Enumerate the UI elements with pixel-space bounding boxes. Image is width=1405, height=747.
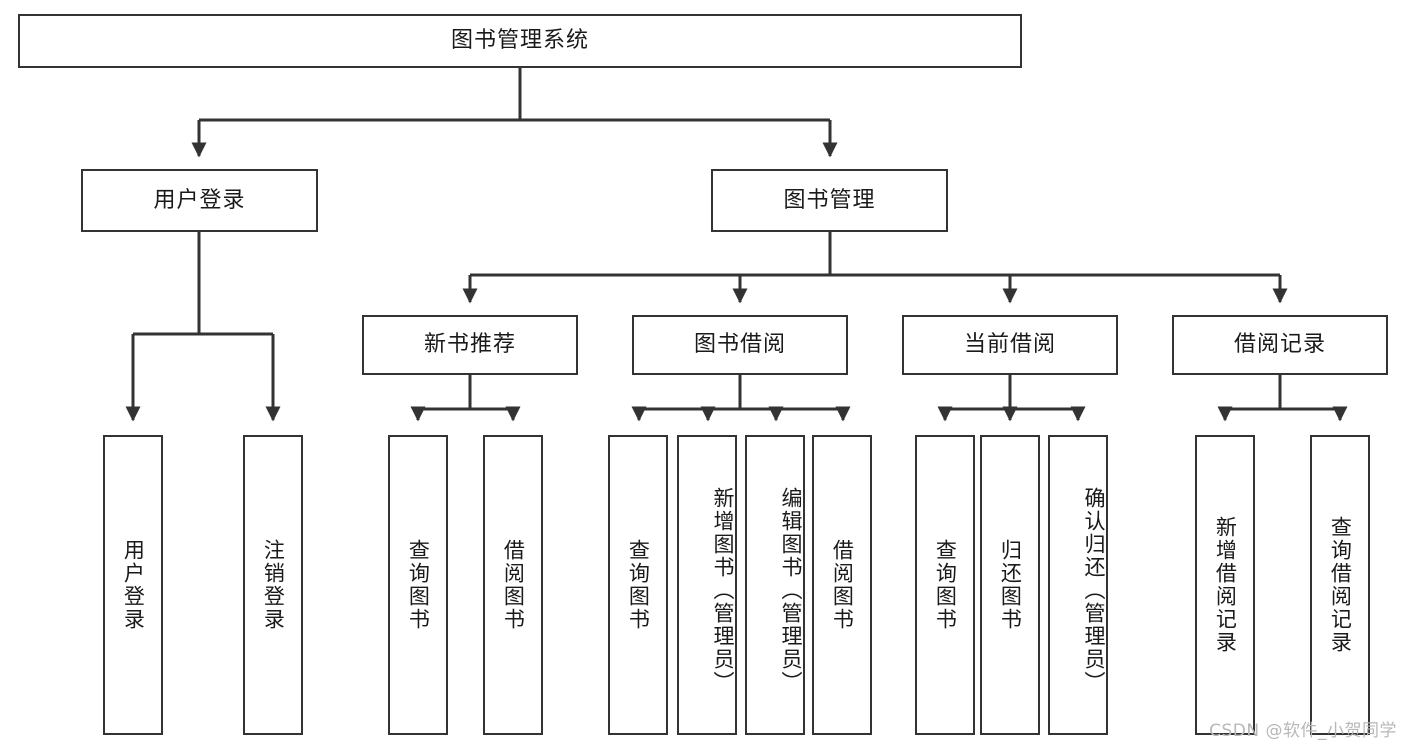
node-label: 新增图书（管理员） <box>711 486 735 694</box>
node-label: 注销登录 <box>261 539 286 631</box>
node-label: 借阅记录 <box>1233 332 1326 358</box>
node-label: 图书管理 <box>783 187 876 213</box>
node-user-login[interactable]: 用户登录 <box>81 169 318 232</box>
leaf-add-book-admin[interactable]: 新增图书（管理员） <box>677 435 737 735</box>
node-new-book-recommend[interactable]: 新书推荐 <box>362 315 578 375</box>
node-label: 查询图书 <box>933 539 958 631</box>
leaf-query-borrow-record[interactable]: 查询借阅记录 <box>1310 435 1370 735</box>
leaf-return-book[interactable]: 归还图书 <box>980 435 1040 735</box>
leaf-borrow-book[interactable]: 借阅图书 <box>812 435 872 735</box>
node-book-management[interactable]: 图书管理 <box>711 169 948 232</box>
node-label: 新增借阅记录 <box>1213 516 1238 654</box>
node-label: 查询图书 <box>406 539 431 631</box>
node-label: 图书借阅 <box>693 332 786 358</box>
leaf-user-logout[interactable]: 注销登录 <box>243 435 303 735</box>
node-current-borrow[interactable]: 当前借阅 <box>902 315 1118 375</box>
leaf-query-book-current[interactable]: 查询图书 <box>915 435 975 735</box>
node-label: 编辑图书（管理员） <box>779 486 803 694</box>
node-label: 查询借阅记录 <box>1328 516 1353 654</box>
node-label: 图书管理系统 <box>450 28 589 54</box>
node-label: 新书推荐 <box>423 332 516 358</box>
node-label: 当前借阅 <box>963 332 1056 358</box>
leaf-edit-book-admin[interactable]: 编辑图书（管理员） <box>745 435 805 735</box>
leaf-user-login[interactable]: 用户登录 <box>103 435 163 735</box>
node-label: 借阅图书 <box>830 539 855 631</box>
leaf-confirm-return-admin[interactable]: 确认归还（管理员） <box>1048 435 1108 735</box>
node-book-borrow[interactable]: 图书借阅 <box>632 315 848 375</box>
leaf-query-book-recommend[interactable]: 查询图书 <box>388 435 448 735</box>
node-label: 确认归还（管理员） <box>1082 486 1106 694</box>
node-root-system[interactable]: 图书管理系统 <box>18 14 1022 68</box>
node-label: 查询图书 <box>626 539 651 631</box>
node-label: 用户登录 <box>153 187 246 213</box>
node-label: 归还图书 <box>998 539 1023 631</box>
leaf-query-book-borrow[interactable]: 查询图书 <box>608 435 668 735</box>
node-label: 用户登录 <box>121 539 146 631</box>
node-label: 借阅图书 <box>501 539 526 631</box>
leaf-borrow-book-recommend[interactable]: 借阅图书 <box>483 435 543 735</box>
leaf-add-borrow-record[interactable]: 新增借阅记录 <box>1195 435 1255 735</box>
node-borrow-record[interactable]: 借阅记录 <box>1172 315 1388 375</box>
